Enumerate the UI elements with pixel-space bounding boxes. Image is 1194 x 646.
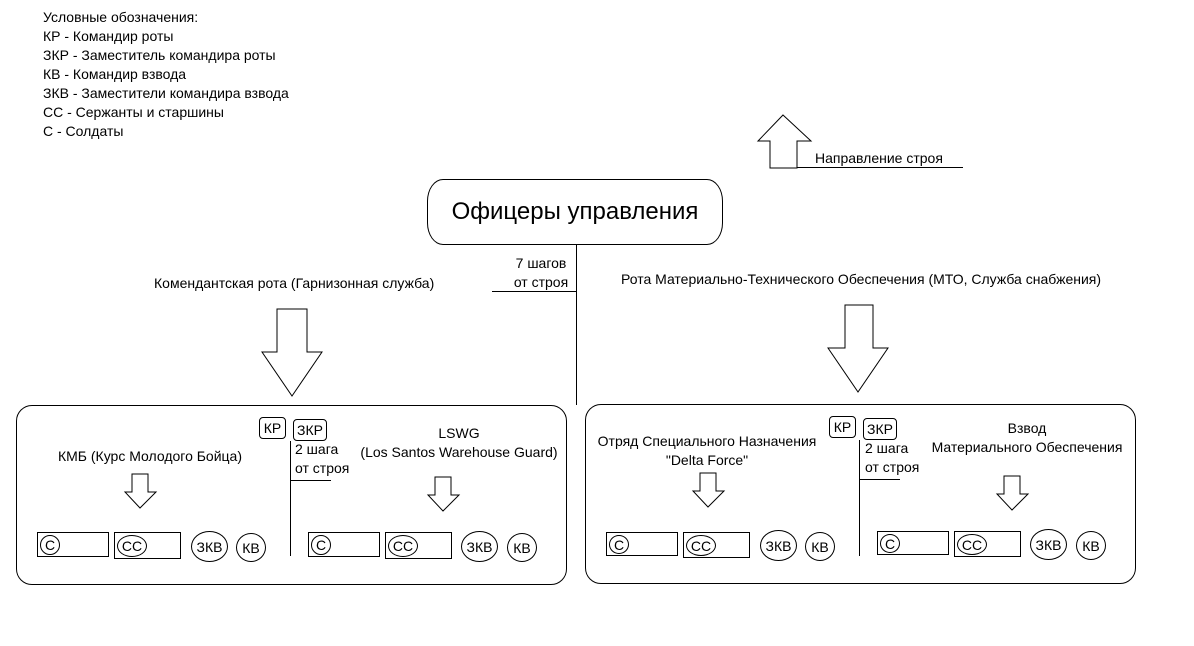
right-unit-2-name-line2: Материального Обеспечения (931, 439, 1123, 455)
left-unit-2-sergeants-box: СС (385, 532, 452, 559)
direction-up-arrow-icon (756, 114, 813, 169)
right-unit-1-down-arrow-icon (691, 472, 726, 508)
right-unit-2-sergeants-box: СС (954, 531, 1021, 557)
left-unit-2-name: LSWG (Los Santos Warehouse Guard) (352, 424, 566, 462)
right-unit-1-zkv-circle: ЗКВ (760, 530, 797, 561)
right-unit-1-name-line2: "Delta Force" (665, 452, 749, 468)
steps-main-line2: от строя (513, 274, 569, 290)
left-unit-2-down-arrow-icon (426, 476, 461, 512)
legend-item-kr: КР - Командир роты (43, 28, 174, 44)
left-company-title: Комендантская рота (Гарнизонная служба) (154, 275, 435, 291)
left-unit-1-soldiers-box: С (37, 532, 109, 557)
right-company-title: Рота Материально-Технического Обеспечени… (621, 271, 1102, 287)
left-unit-2-soldiers-box: С (308, 532, 380, 557)
left-company-down-arrow-icon (261, 308, 323, 397)
left-unit-1-zkv-circle: ЗКВ (191, 531, 228, 562)
left-steps-line2: от строя (295, 460, 350, 476)
legend-item-s: С - Солдаты (43, 123, 124, 139)
left-zkr-tag: ЗКР (293, 419, 327, 441)
right-steps-label: 2 шага от строя (865, 439, 919, 477)
right-unit-2-soldiers-box: С (877, 531, 949, 555)
left-divider-line (290, 441, 291, 556)
left-unit-1-kv-circle: КВ (236, 533, 266, 562)
right-unit-1-sergeants-box: СС (683, 532, 750, 558)
right-unit-1-ss-badge: СС (686, 535, 716, 556)
left-kr-tag: КР (259, 417, 286, 439)
right-unit-1-kv-circle: КВ (805, 532, 835, 561)
left-unit-2-s-badge: С (311, 535, 331, 555)
right-steps-line1: 2 шага (865, 440, 909, 456)
right-company-down-arrow-icon (827, 304, 889, 393)
right-unit-2-zkv-circle: ЗКВ (1030, 529, 1067, 560)
right-zkr-tag: ЗКР (863, 418, 897, 440)
right-unit-1-s-badge: С (609, 535, 629, 554)
legend-item-kv: КВ - Командир взвода (43, 66, 187, 82)
right-unit-2-kv-circle: КВ (1076, 531, 1106, 560)
left-steps-line1: 2 шага (295, 441, 339, 457)
right-unit-2-ss-badge: СС (957, 534, 987, 555)
right-divider-line (859, 440, 860, 556)
legend-title: Условные обозначения: (43, 9, 199, 25)
left-unit-2-name-line1: LSWG (438, 425, 480, 441)
right-kr-tag: КР (829, 416, 856, 438)
left-unit-1-name: КМБ (Курс Молодого Бойца) (57, 448, 243, 464)
left-unit-1-sergeants-box: СС (114, 532, 181, 559)
right-steps-line2: от строя (865, 459, 920, 475)
right-unit-2-down-arrow-icon (995, 475, 1030, 511)
main-connector-line (576, 245, 577, 405)
right-unit-2-s-badge: С (880, 534, 900, 553)
left-steps-underline (290, 480, 331, 481)
legend-item-ss: СС - Сержанты и старшины (43, 104, 224, 120)
steps-main-line1: 7 шагов (515, 255, 567, 271)
steps-main-label: 7 шагов от строя (505, 254, 577, 292)
officers-label: Офицеры управления (451, 198, 699, 225)
right-unit-1-soldiers-box: С (606, 532, 678, 556)
left-unit-1-down-arrow-icon (123, 473, 158, 509)
left-unit-2-ss-badge: СС (388, 535, 418, 557)
direction-label: Направление строя (815, 150, 943, 166)
right-unit-1-name: Отряд Специального Назначения "Delta For… (589, 432, 825, 470)
right-unit-1-name-line1: Отряд Специального Назначения (597, 433, 817, 449)
left-steps-label: 2 шага от строя (295, 440, 349, 478)
legend-item-zkv: ЗКВ - Заместители командира взвода (43, 85, 289, 101)
left-unit-2-kv-circle: КВ (507, 533, 537, 562)
direction-underline (797, 167, 963, 168)
right-unit-2-name-line1: Взвод (1007, 420, 1047, 436)
right-unit-2-name: Взвод Материального Обеспечения (920, 419, 1134, 457)
legend-item-zkr: ЗКР - Заместитель командира роты (43, 47, 276, 63)
right-steps-underline (859, 479, 900, 480)
officers-box: Офицеры управления (427, 179, 723, 245)
legend: Условные обозначения: КР - Командир роты… (43, 8, 289, 141)
left-unit-1-ss-badge: СС (117, 535, 147, 557)
left-unit-2-name-line2: (Los Santos Warehouse Guard) (360, 444, 558, 460)
steps-main-underline (492, 291, 576, 292)
left-unit-2-zkv-circle: ЗКВ (461, 531, 498, 562)
left-unit-1-s-badge: С (40, 535, 60, 555)
